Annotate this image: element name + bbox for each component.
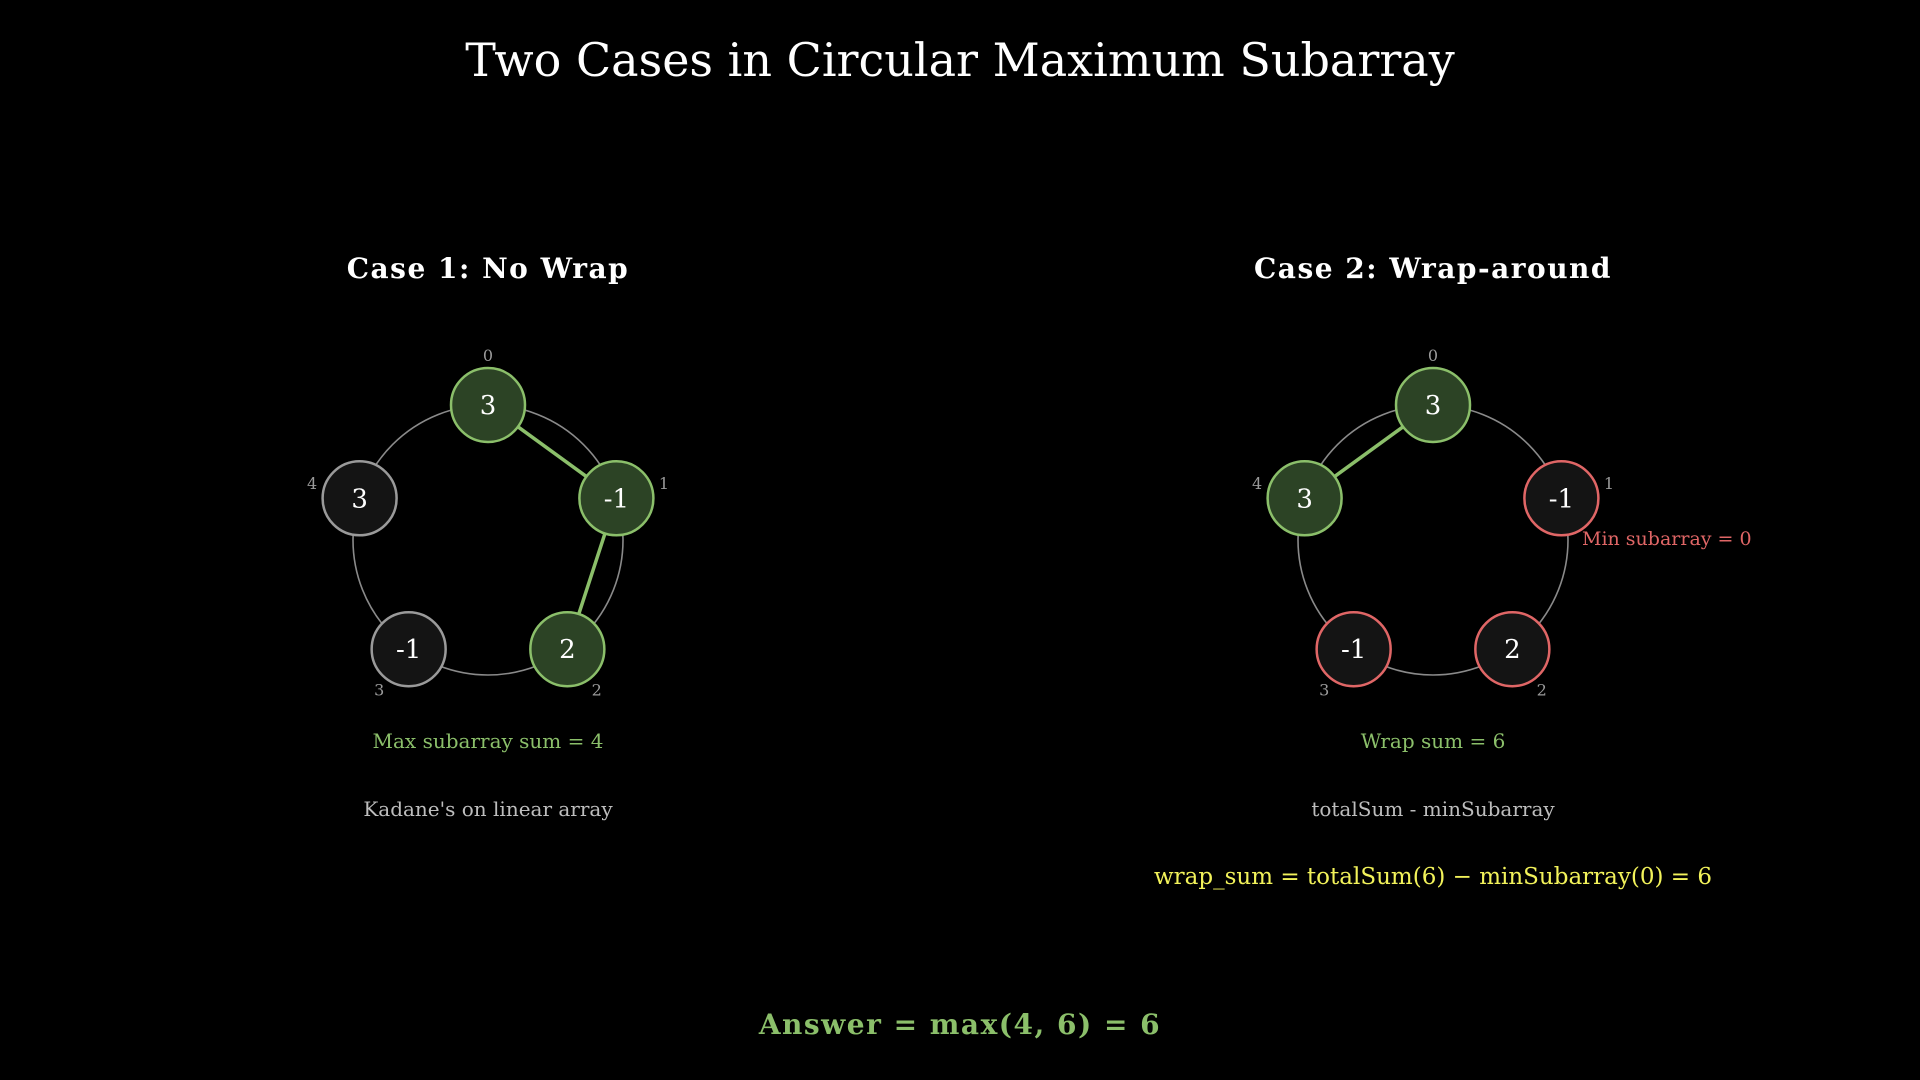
- case2-node-circle-3: [1315, 610, 1392, 688]
- case-2-result: Wrap sum = 6: [1361, 729, 1506, 753]
- case1-node-index-3: 3: [374, 681, 384, 700]
- case1-node-index-0: 0: [483, 346, 493, 365]
- case1-node-index-2: 2: [592, 681, 602, 700]
- case2-node-4: 34: [1252, 460, 1343, 537]
- case-2-method: totalSum - minSubarray: [1311, 797, 1555, 821]
- case2-node-circle-4: [1266, 460, 1343, 537]
- case2-node-index-2: 2: [1537, 681, 1547, 700]
- case1-node-value-2: 2: [559, 635, 576, 665]
- case2-node-index-4: 4: [1252, 474, 1262, 493]
- case2-node-0: 30: [1394, 346, 1472, 444]
- case2-node-value-1: -1: [1549, 484, 1574, 514]
- case1-node-1: -1 1: [578, 460, 669, 537]
- case1-node-3: -1 3: [370, 610, 447, 700]
- page-title: Two Cases in Circular Maximum Subarray: [465, 33, 1454, 87]
- case1-node-index-4: 4: [307, 474, 317, 493]
- case1-node-value-0: 3: [480, 391, 497, 421]
- case1-node-0: 30: [449, 346, 527, 444]
- case2-node-value-2: 2: [1504, 635, 1521, 665]
- case1-node-circle-0: [449, 366, 527, 444]
- case1-node-2: 22: [529, 610, 606, 700]
- case1-node-index-1: 1: [659, 474, 669, 493]
- case1-node-circle-3: [370, 610, 447, 688]
- final-answer: Answer = max(4, 6) = 6: [758, 1008, 1161, 1041]
- case1-node-circle-4: [321, 460, 398, 537]
- case1-node-circle-2: [529, 610, 606, 688]
- case2-node-value-0: 3: [1425, 391, 1442, 421]
- case1-node-4: 34: [307, 460, 398, 537]
- case-1-method: Kadane's on linear array: [363, 797, 613, 821]
- case2-node-circle-1: [1523, 460, 1600, 537]
- case1-node-circle-1: [578, 460, 655, 537]
- case-1-result: Max subarray sum = 4: [373, 729, 604, 753]
- case2-node-circle-2: [1474, 610, 1551, 688]
- case2-node-value-3: -1: [1341, 635, 1366, 665]
- case2-node-index-0: 0: [1428, 346, 1438, 365]
- case1-node-value-3: -1: [396, 635, 421, 665]
- case-2-title: Case 2: Wrap-around: [1254, 252, 1612, 285]
- case-2-min-label: Min subarray = 0: [1582, 528, 1752, 550]
- case2-node-value-4: 3: [1296, 484, 1313, 514]
- case2-node-index-3: 3: [1319, 681, 1329, 700]
- case2-node-index-1: 1: [1604, 474, 1614, 493]
- case-1-title: Case 1: No Wrap: [347, 252, 630, 285]
- wrap-sum-formula: wrap_sum = totalSum(6) − minSubarray(0) …: [1154, 864, 1712, 890]
- case1-node-value-1: -1: [604, 484, 629, 514]
- case2-node-circle-0: [1394, 366, 1472, 444]
- case2-node-1: -1 1: [1523, 460, 1614, 537]
- case2-node-2: 22: [1474, 610, 1551, 700]
- case1-node-value-4: 3: [351, 484, 368, 514]
- case2-node-3: -1 3: [1315, 610, 1392, 700]
